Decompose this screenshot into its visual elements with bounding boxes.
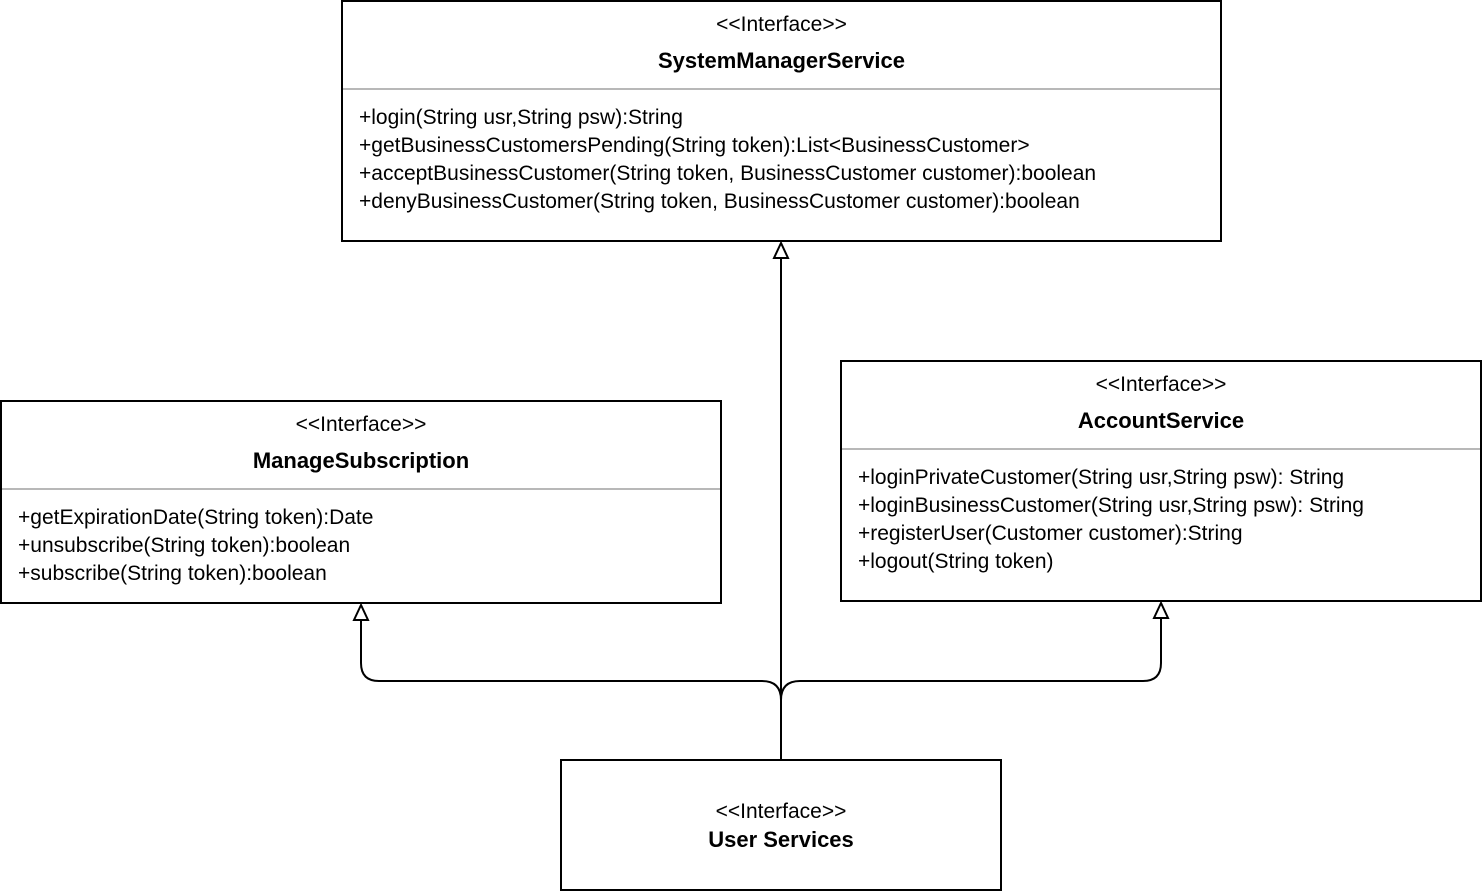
interface-name: User Services <box>708 827 854 852</box>
interface-name: SystemManagerService <box>657 48 906 73</box>
generalization-edge-manage-subscription <box>360 620 782 701</box>
generalization-arrowhead-manage-subscription <box>352 602 370 621</box>
method-list: +loginPrivateCustomer(String usr,String … <box>842 450 1480 576</box>
compartment-divider <box>842 448 1480 450</box>
method-item: +subscribe(String token):boolean <box>18 562 327 585</box>
generalization-edge-account-service <box>780 618 1162 701</box>
interface-header: <<Interface>> AccountService <box>842 362 1480 448</box>
interface-name: AccountService <box>1077 408 1245 433</box>
method-item: +loginPrivateCustomer(String usr,String … <box>858 466 1345 489</box>
interface-header: <<Interface>> ManageSubscription <box>2 402 720 488</box>
method-item: +getExpirationDate(String token):Date <box>18 506 374 529</box>
generalization-arrowhead-system-manager-service <box>772 240 790 259</box>
interface-user-services[interactable]: <<Interface>> User Services <box>560 759 1002 891</box>
method-list: +login(String usr,String psw):String +ge… <box>343 90 1220 216</box>
method-list: +getExpirationDate(String token):Date +u… <box>2 490 720 588</box>
method-item: +getBusinessCustomersPending(String toke… <box>359 134 1030 157</box>
interface-header: <<Interface>> SystemManagerService <box>343 2 1220 88</box>
method-item: +login(String usr,String psw):String <box>359 106 683 129</box>
interface-manage-subscription[interactable]: <<Interface>> ManageSubscription +getExp… <box>0 400 722 604</box>
stereotype-label: <<Interface>> <box>1095 373 1227 396</box>
interface-header: <<Interface>> User Services <box>562 761 1000 853</box>
stereotype-label: <<Interface>> <box>716 13 847 36</box>
interface-name: ManageSubscription <box>252 448 470 473</box>
compartment-divider <box>343 88 1220 90</box>
interface-account-service[interactable]: <<Interface>> AccountService +loginPriva… <box>840 360 1482 602</box>
method-item: +denyBusinessCustomer(String token, Busi… <box>359 190 1080 213</box>
method-item: +logout(String token) <box>858 550 1054 573</box>
method-item: +registerUser(Customer customer):String <box>858 522 1243 545</box>
interface-system-manager-service[interactable]: <<Interface>> SystemManagerService +logi… <box>341 0 1222 242</box>
method-item: +loginBusinessCustomer(String usr,String… <box>858 494 1364 517</box>
generalization-arrowhead-account-service <box>1152 600 1170 619</box>
stereotype-label: <<Interface>> <box>715 800 847 823</box>
method-item: +acceptBusinessCustomer(String token, Bu… <box>359 162 1097 185</box>
stereotype-label: <<Interface>> <box>295 413 427 436</box>
method-item: +unsubscribe(String token):boolean <box>18 534 351 557</box>
compartment-divider <box>2 488 720 490</box>
